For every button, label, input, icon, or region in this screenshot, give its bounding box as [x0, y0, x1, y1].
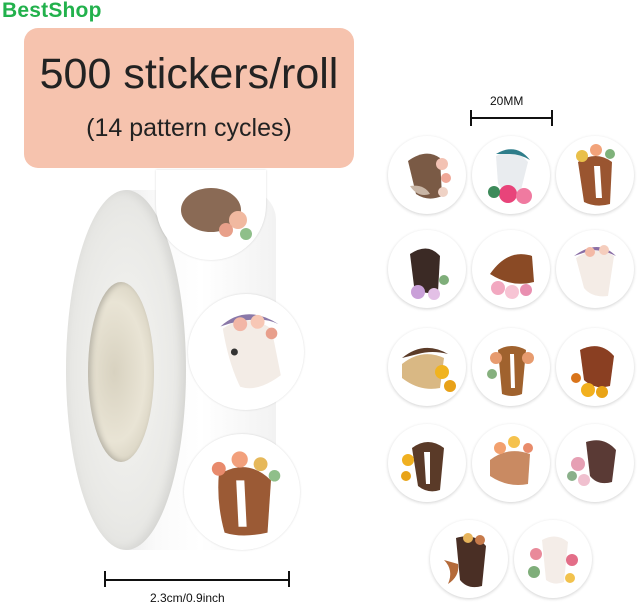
roll-width-label: 2.3cm/0.9inch	[150, 591, 225, 605]
roll-width-tick-left	[104, 571, 106, 587]
sticker-horse-5	[472, 230, 550, 308]
sticker-roll-image	[66, 170, 316, 560]
sticker-horse-10	[388, 424, 466, 502]
quantity-text: 500 stickers/roll	[39, 50, 339, 98]
sticker-horse-4	[388, 230, 466, 308]
roll-sticker-middle	[188, 294, 304, 410]
roll-core	[88, 282, 154, 462]
roll-width-tick-right	[288, 571, 290, 587]
sticker-size-label: 20MM	[490, 94, 524, 108]
roll-width-line	[104, 579, 290, 581]
quantity-badge: 500 stickers/roll (14 pattern cycles)	[24, 28, 354, 168]
sticker-horse-9	[556, 328, 634, 406]
sticker-size-line	[471, 117, 553, 119]
sticker-size-tick-right	[551, 110, 553, 126]
sticker-horse-3	[556, 136, 634, 214]
sticker-horse-13	[430, 520, 508, 598]
sticker-horse-11	[472, 424, 550, 502]
sticker-horse-12	[556, 424, 634, 502]
roll-sticker-top	[156, 170, 266, 260]
brand-logo: BestShop	[2, 0, 102, 22]
sticker-size-tick-left	[470, 110, 472, 126]
pattern-cycles-text: (14 pattern cycles)	[86, 114, 292, 142]
sticker-horse-6	[556, 230, 634, 308]
sticker-horse-7	[388, 328, 466, 406]
sticker-horse-8	[472, 328, 550, 406]
sticker-horse-2	[472, 136, 550, 214]
sticker-horse-1	[388, 136, 466, 214]
sticker-horse-14	[514, 520, 592, 598]
roll-sticker-bottom	[184, 434, 300, 550]
